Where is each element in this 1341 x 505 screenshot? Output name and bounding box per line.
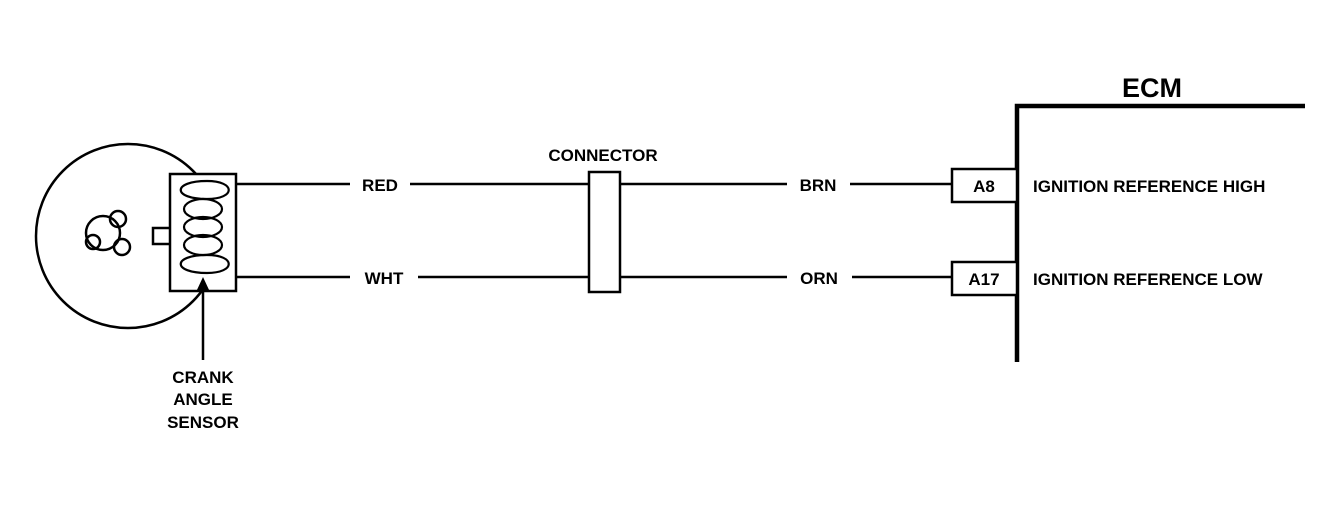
wire-low-right-color: ORN xyxy=(800,269,838,288)
ecm-boundary xyxy=(1014,103,1305,362)
ecm-pin-a8-box xyxy=(950,167,1019,204)
sensor-label-line-2: ANGLE xyxy=(173,390,233,409)
inline-connector-block xyxy=(587,170,622,294)
ecm-title: ECM xyxy=(1122,73,1182,103)
sensor-tab xyxy=(151,226,173,246)
sensor-label-line-1: CRANK xyxy=(172,368,234,387)
trigger-wheel-icon xyxy=(84,209,132,257)
sensor-pointer-arrow xyxy=(196,277,210,360)
wire-high-left-color: RED xyxy=(362,176,398,195)
sensor-coil-icon xyxy=(179,179,230,275)
ecm-pin-a17-label: IGNITION REFERENCE LOW xyxy=(1033,270,1263,289)
wire-low-left-color: WHT xyxy=(365,269,404,288)
sensor-label-line-3: SENSOR xyxy=(167,413,239,432)
ecm-pin-a8-label: IGNITION REFERENCE HIGH xyxy=(1033,177,1265,196)
connector-label: CONNECTOR xyxy=(548,146,657,165)
ecm-pin-a17-box xyxy=(950,260,1019,297)
crank-angle-sensor xyxy=(34,142,238,360)
ecm-pin-a17-id: A17 xyxy=(968,270,999,289)
ecm-pin-a8-id: A8 xyxy=(973,177,995,196)
wire-high-right-color: BRN xyxy=(800,176,837,195)
